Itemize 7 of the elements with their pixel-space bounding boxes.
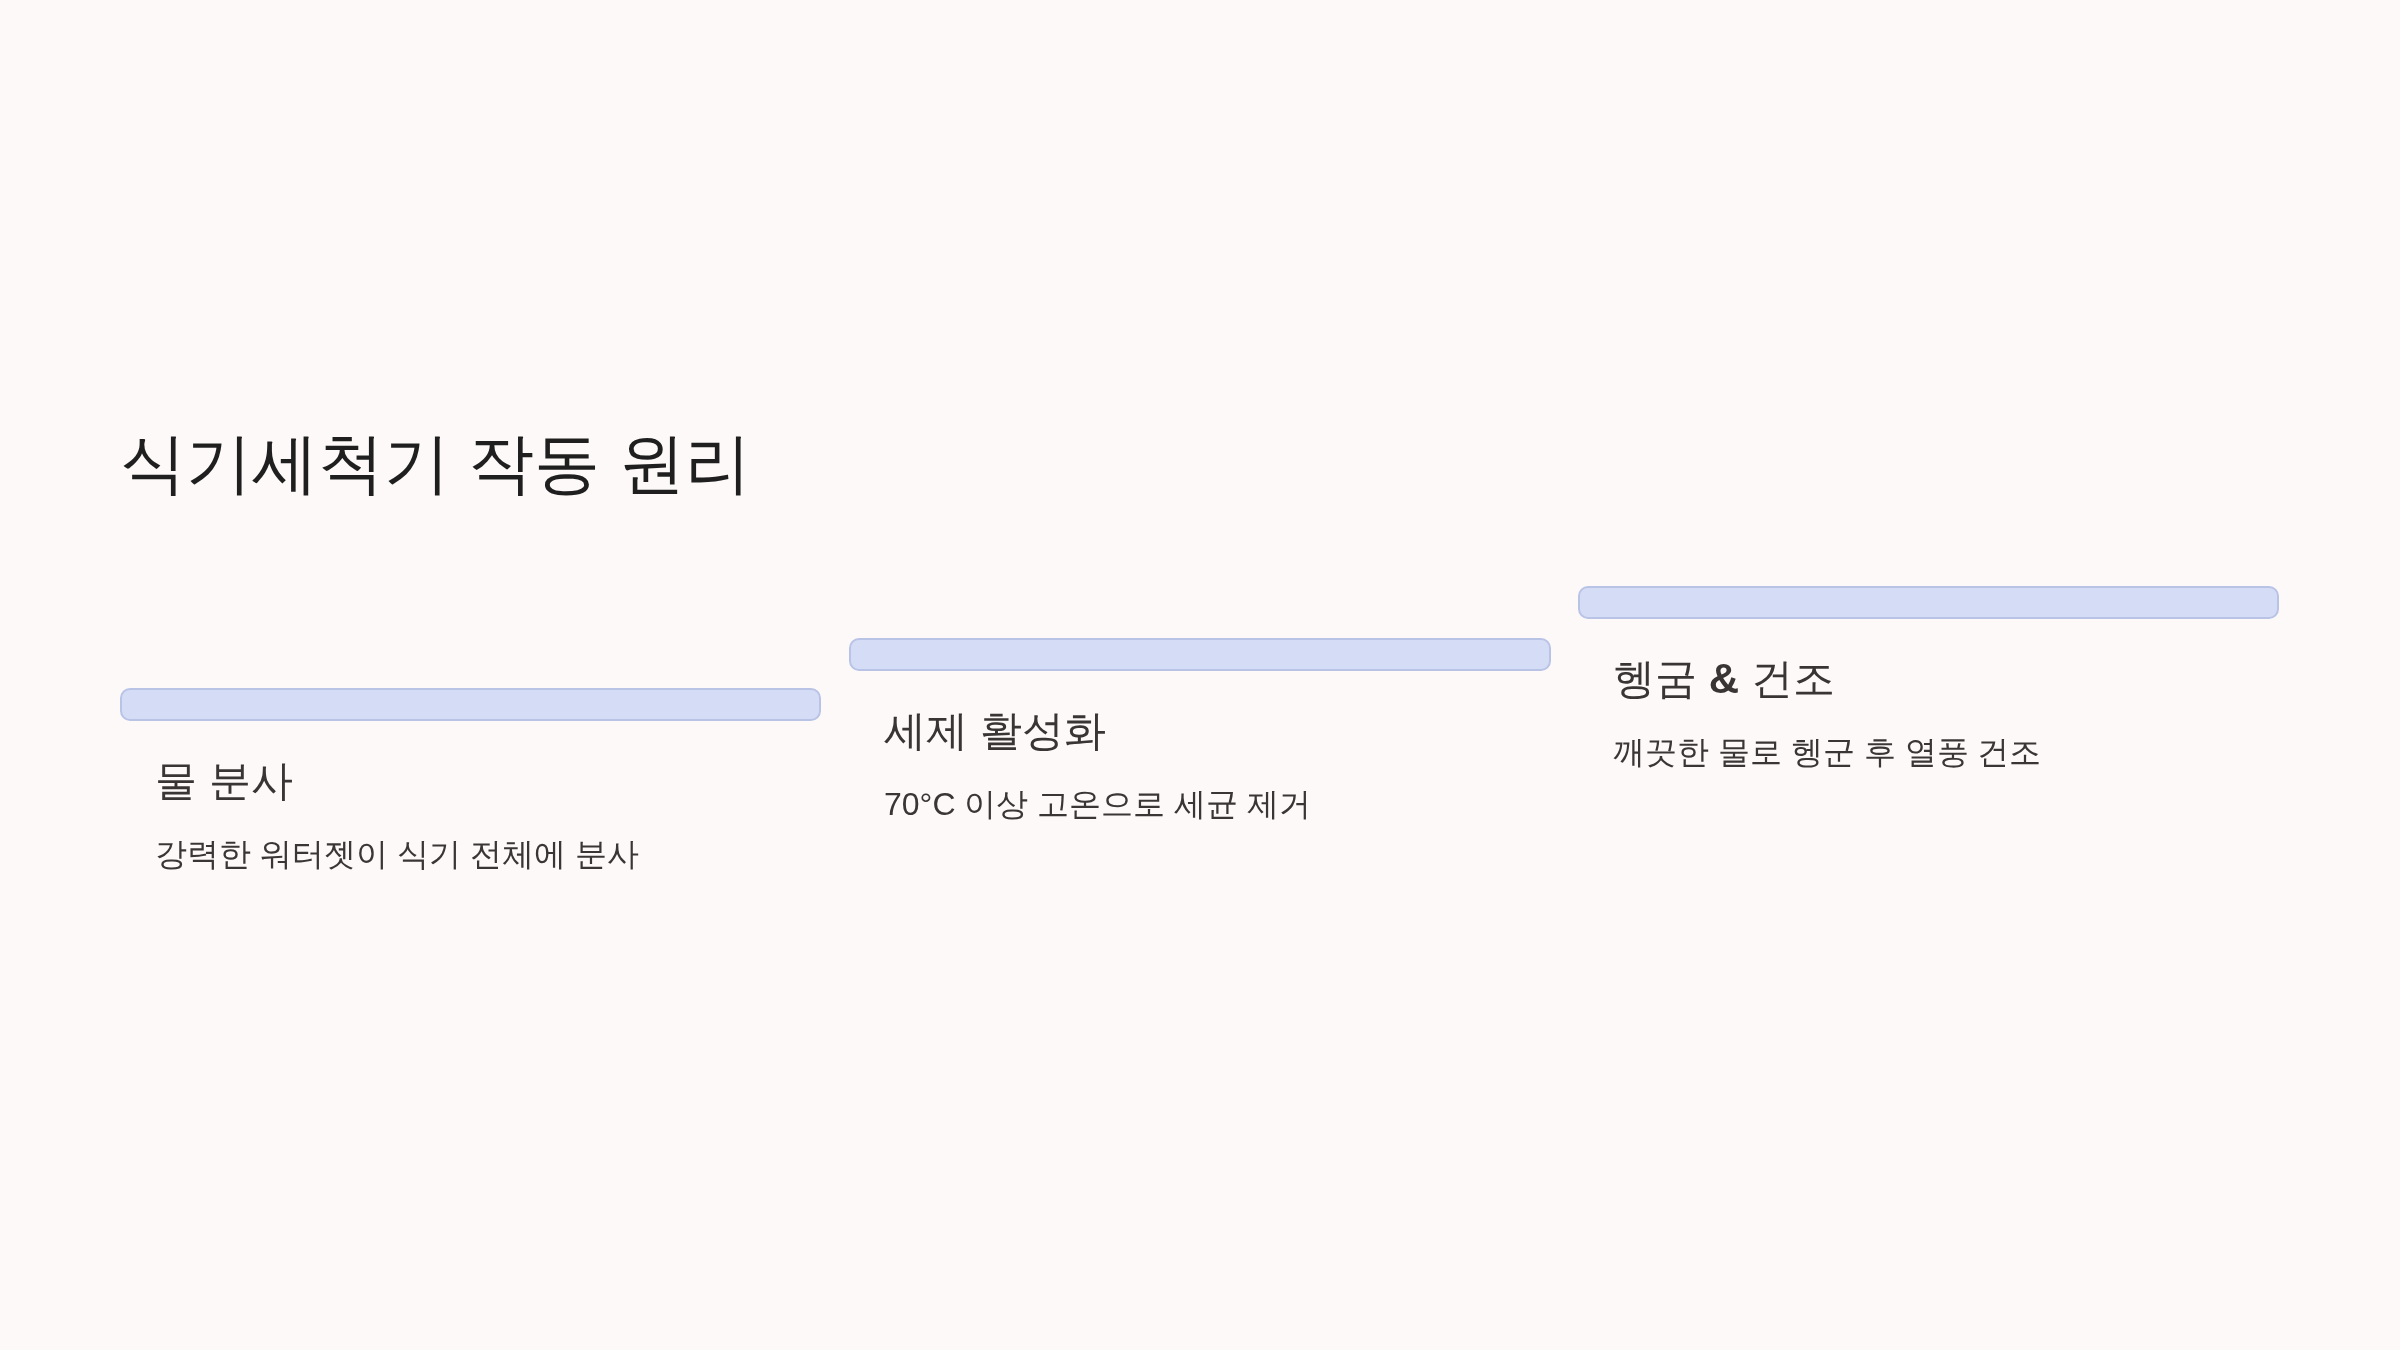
step-description: 강력한 워터젯이 식기 전체에 분사 — [154, 834, 640, 874]
step-heading: 물 분사 — [154, 756, 294, 806]
step-heading: 헹굼 & 건조 — [1612, 654, 1836, 704]
step-description: 깨끗한 물로 헹군 후 열풍 건조 — [1612, 732, 2043, 772]
step-heading: 세제 활성화 — [883, 706, 1107, 756]
step-description: 70°C 이상 고온으로 세균 제거 — [883, 784, 1313, 824]
title: 식기세척기 작동 원리 — [120, 425, 751, 502]
